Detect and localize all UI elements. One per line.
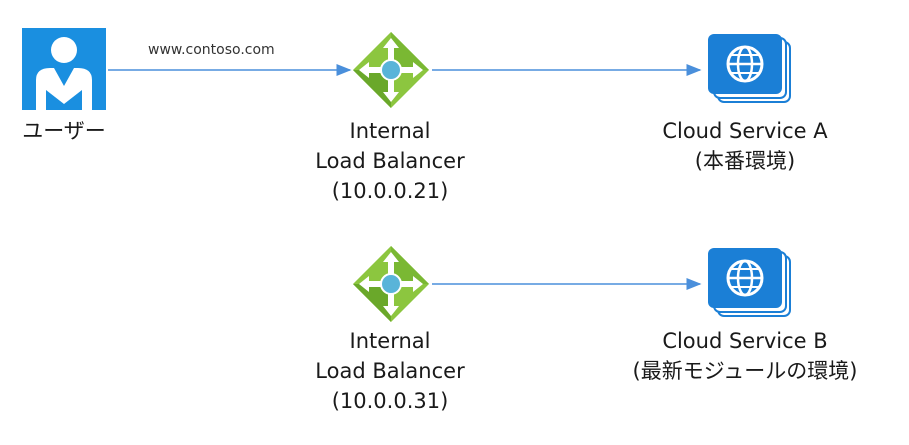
user-icon bbox=[22, 28, 106, 112]
lb2-label-line-1: Internal bbox=[349, 329, 431, 353]
user-label: ユーザー bbox=[22, 119, 106, 143]
cs-a-label-line-1: Cloud Service A bbox=[662, 119, 828, 143]
lb1-label-line-3: (10.0.0.21) bbox=[331, 179, 449, 203]
load-balancer-icon bbox=[351, 244, 431, 324]
cs-b-label: Cloud Service B (最新モジュールの環境) bbox=[600, 326, 890, 386]
cs-b-label-line-2: (最新モジュールの環境) bbox=[632, 359, 858, 383]
lb1-label: Internal Load Balancer (10.0.0.21) bbox=[290, 116, 490, 206]
load-balancer-icon bbox=[351, 30, 431, 110]
lb2-label-line-3: (10.0.0.31) bbox=[331, 389, 449, 413]
edge-label-domain: www.contoso.com bbox=[148, 42, 275, 58]
cs-b-label-line-1: Cloud Service B bbox=[662, 329, 828, 353]
cloud-service-icon bbox=[706, 248, 792, 318]
lb2-label: Internal Load Balancer (10.0.0.31) bbox=[290, 326, 490, 416]
lb1-label-line-1: Internal bbox=[349, 119, 431, 143]
cs-a-label-line-2: (本番環境) bbox=[694, 149, 796, 173]
cloud-service-icon bbox=[706, 34, 792, 104]
lb2-label-line-2: Load Balancer bbox=[315, 359, 465, 383]
lb1-label-line-2: Load Balancer bbox=[315, 149, 465, 173]
cs-a-label: Cloud Service A (本番環境) bbox=[620, 116, 870, 176]
